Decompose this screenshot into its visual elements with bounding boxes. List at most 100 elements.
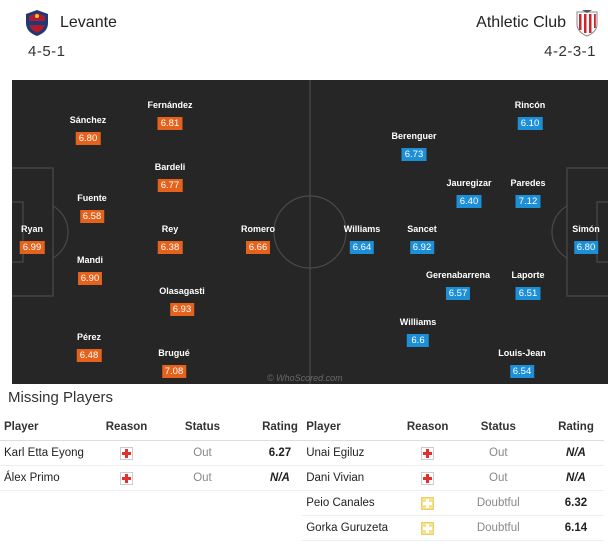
away-player-williams-forward[interactable]: Williams 6.64 [344, 224, 380, 255]
home-player-header: Player [0, 414, 106, 441]
away-player-paredes[interactable]: Paredes 7.12 [510, 178, 546, 209]
watermark: © WhoScored.com [267, 373, 343, 383]
player-name: Rincón [514, 100, 546, 110]
player-rating: 6.51 [515, 287, 541, 300]
away-status-header: Status [448, 414, 548, 441]
player-rating: 6.92 [409, 241, 435, 254]
player-name: Fuente [77, 193, 107, 203]
player-rating: 7.08 [161, 365, 187, 378]
levante-crest-icon [26, 10, 48, 36]
injury-icon [421, 446, 435, 460]
home-player-fernandez[interactable]: Fernández 6.81 [147, 100, 193, 131]
away-missing-status: Doubtful [448, 515, 548, 541]
player-name: Pérez [76, 332, 102, 342]
home-player-romero[interactable]: Romero 6.66 [241, 224, 275, 255]
home-player-brugue[interactable]: Brugué 7.08 [158, 348, 190, 379]
away-missing-player-name[interactable]: Unai Egiluz [302, 440, 407, 466]
away-player-header: Player [302, 414, 407, 441]
away-missing-reason [406, 465, 449, 491]
player-name: Louis-Jean [498, 348, 546, 358]
home-missing-player-name[interactable]: Karl Etta Eyong [0, 440, 106, 466]
player-rating: 6.40 [456, 195, 482, 208]
player-name: Gerenabarrena [425, 270, 491, 280]
player-name: Mandi [77, 255, 103, 265]
player-name: Berenguer [391, 131, 437, 141]
player-rating: 6.99 [19, 241, 45, 254]
athletic-club-crest-icon [576, 10, 598, 37]
home-player-sanchez[interactable]: Sánchez 6.80 [69, 115, 107, 146]
home-missing-rating: N/A [257, 465, 303, 491]
player-rating: 6.38 [157, 241, 183, 254]
player-name: Sancet [407, 224, 437, 234]
home-player-olasagasti[interactable]: Olasagasti 6.93 [159, 286, 205, 317]
player-name: Sánchez [69, 115, 107, 125]
away-player-simon[interactable]: Simón 6.80 [572, 224, 600, 255]
home-player-fuente[interactable]: Fuente 6.58 [77, 193, 107, 224]
player-rating: 6.57 [445, 287, 471, 300]
table-row: Karl Etta Eyong Out 6.27 Unai Egiluz Out… [0, 440, 604, 466]
empty-cell [258, 516, 303, 541]
empty-cell [106, 491, 148, 516]
home-player-mandi[interactable]: Mandi 6.90 [77, 255, 103, 286]
table-row: Álex Primo Out N/A Dani Vivian Out N/A [0, 465, 604, 491]
away-player-sancet[interactable]: Sancet 6.92 [407, 224, 437, 255]
empty-cell [147, 491, 257, 516]
away-player-louis-jean[interactable]: Louis-Jean 6.54 [498, 348, 546, 379]
away-team-name[interactable]: Athletic Club [476, 14, 566, 31]
player-name: Rey [161, 224, 179, 234]
home-rating-header: Rating [257, 414, 303, 441]
away-player-rincon[interactable]: Rincón 6.10 [514, 100, 546, 131]
away-missing-player-name[interactable]: Peio Canales [302, 490, 407, 516]
player-name: Simón [572, 224, 600, 234]
home-missing-status: Out [147, 465, 258, 491]
away-rating-header: Rating [547, 414, 604, 441]
away-missing-player-name[interactable]: Gorka Guruzeta [302, 515, 407, 541]
player-rating: 7.12 [515, 195, 541, 208]
missing-players-title: Missing Players [8, 389, 114, 406]
player-name: Bardeli [154, 162, 186, 172]
away-missing-status: Out [448, 465, 548, 491]
player-rating: 6.48 [76, 349, 102, 362]
away-player-williams-winger[interactable]: Williams 6.6 [400, 317, 436, 348]
player-name: Williams [343, 224, 381, 234]
player-name: Ryan [20, 224, 43, 234]
injury-icon [120, 471, 134, 485]
away-missing-status: Doubtful [448, 490, 548, 516]
injury-icon [421, 471, 435, 485]
away-player-berenguer[interactable]: Berenguer 6.73 [391, 131, 437, 162]
player-name: Brugué [158, 348, 190, 358]
home-player-rey[interactable]: Rey 6.38 [157, 224, 183, 255]
missing-players-table: Player Reason Status Rating Player Reaso… [0, 414, 604, 541]
away-player-jauregizar[interactable]: Jauregizar 6.40 [446, 178, 492, 209]
home-missing-reason [105, 465, 148, 491]
missing-header-row: Player Reason Status Rating Player Reaso… [0, 414, 604, 441]
injury-icon [120, 446, 134, 460]
player-rating: 6.6 [407, 334, 429, 347]
home-player-bardeli[interactable]: Bardeli 6.77 [154, 162, 186, 193]
home-formation: 4-5-1 [28, 43, 66, 60]
pitch: Ryan 6.99 Sánchez 6.80 Fuente 6.58 Mandi… [12, 80, 608, 384]
home-reason-header: Reason [105, 414, 148, 441]
empty-cell [258, 491, 303, 516]
away-missing-player-name[interactable]: Dani Vivian [302, 465, 407, 491]
home-player-ryan[interactable]: Ryan 6.99 [19, 224, 45, 255]
away-formation: 4-2-3-1 [544, 43, 596, 60]
empty-cell [106, 516, 148, 541]
player-rating: 6.93 [169, 303, 195, 316]
away-missing-reason [406, 490, 449, 516]
away-missing-rating: N/A [547, 440, 604, 466]
away-missing-rating: 6.32 [547, 490, 604, 516]
player-rating: 6.80 [75, 132, 101, 145]
away-player-laporte[interactable]: Laporte 6.51 [511, 270, 545, 301]
away-player-gerenabarrena[interactable]: Gerenabarrena 6.57 [426, 270, 490, 301]
player-name: Laporte [511, 270, 545, 280]
home-missing-status: Out [147, 440, 258, 466]
home-team-name[interactable]: Levante [60, 14, 117, 31]
pitch-lines [12, 80, 608, 384]
home-player-perez[interactable]: Pérez 6.48 [76, 332, 102, 363]
home-missing-reason [105, 440, 148, 466]
empty-cell [147, 516, 257, 541]
home-missing-rating: 6.27 [257, 440, 303, 466]
home-missing-player-name[interactable]: Álex Primo [0, 465, 106, 491]
player-name: Olasagasti [159, 286, 205, 296]
